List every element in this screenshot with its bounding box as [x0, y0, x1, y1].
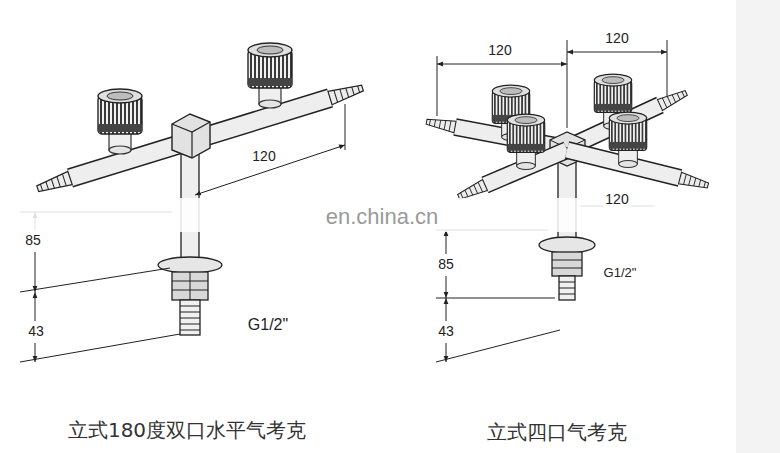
- dimension-label: 120: [488, 43, 511, 58]
- dimension-label: 43: [438, 324, 454, 339]
- dimension-label: 120: [603, 192, 630, 207]
- watermark: en.china.cn: [326, 205, 439, 229]
- thread-size-label: G1/2": [604, 266, 637, 280]
- figure-caption: 立式四口气考克: [487, 421, 627, 443]
- dimension-label: 120: [252, 149, 275, 164]
- dimension-label: 85: [438, 257, 454, 272]
- dimension-label: 120: [605, 31, 628, 46]
- dimension-label: 43: [28, 324, 44, 339]
- thread-size-label: G1/2": [248, 316, 288, 334]
- figure-caption: 立式180度双口水平气考克: [68, 419, 306, 441]
- dimension-label: 85: [25, 233, 41, 248]
